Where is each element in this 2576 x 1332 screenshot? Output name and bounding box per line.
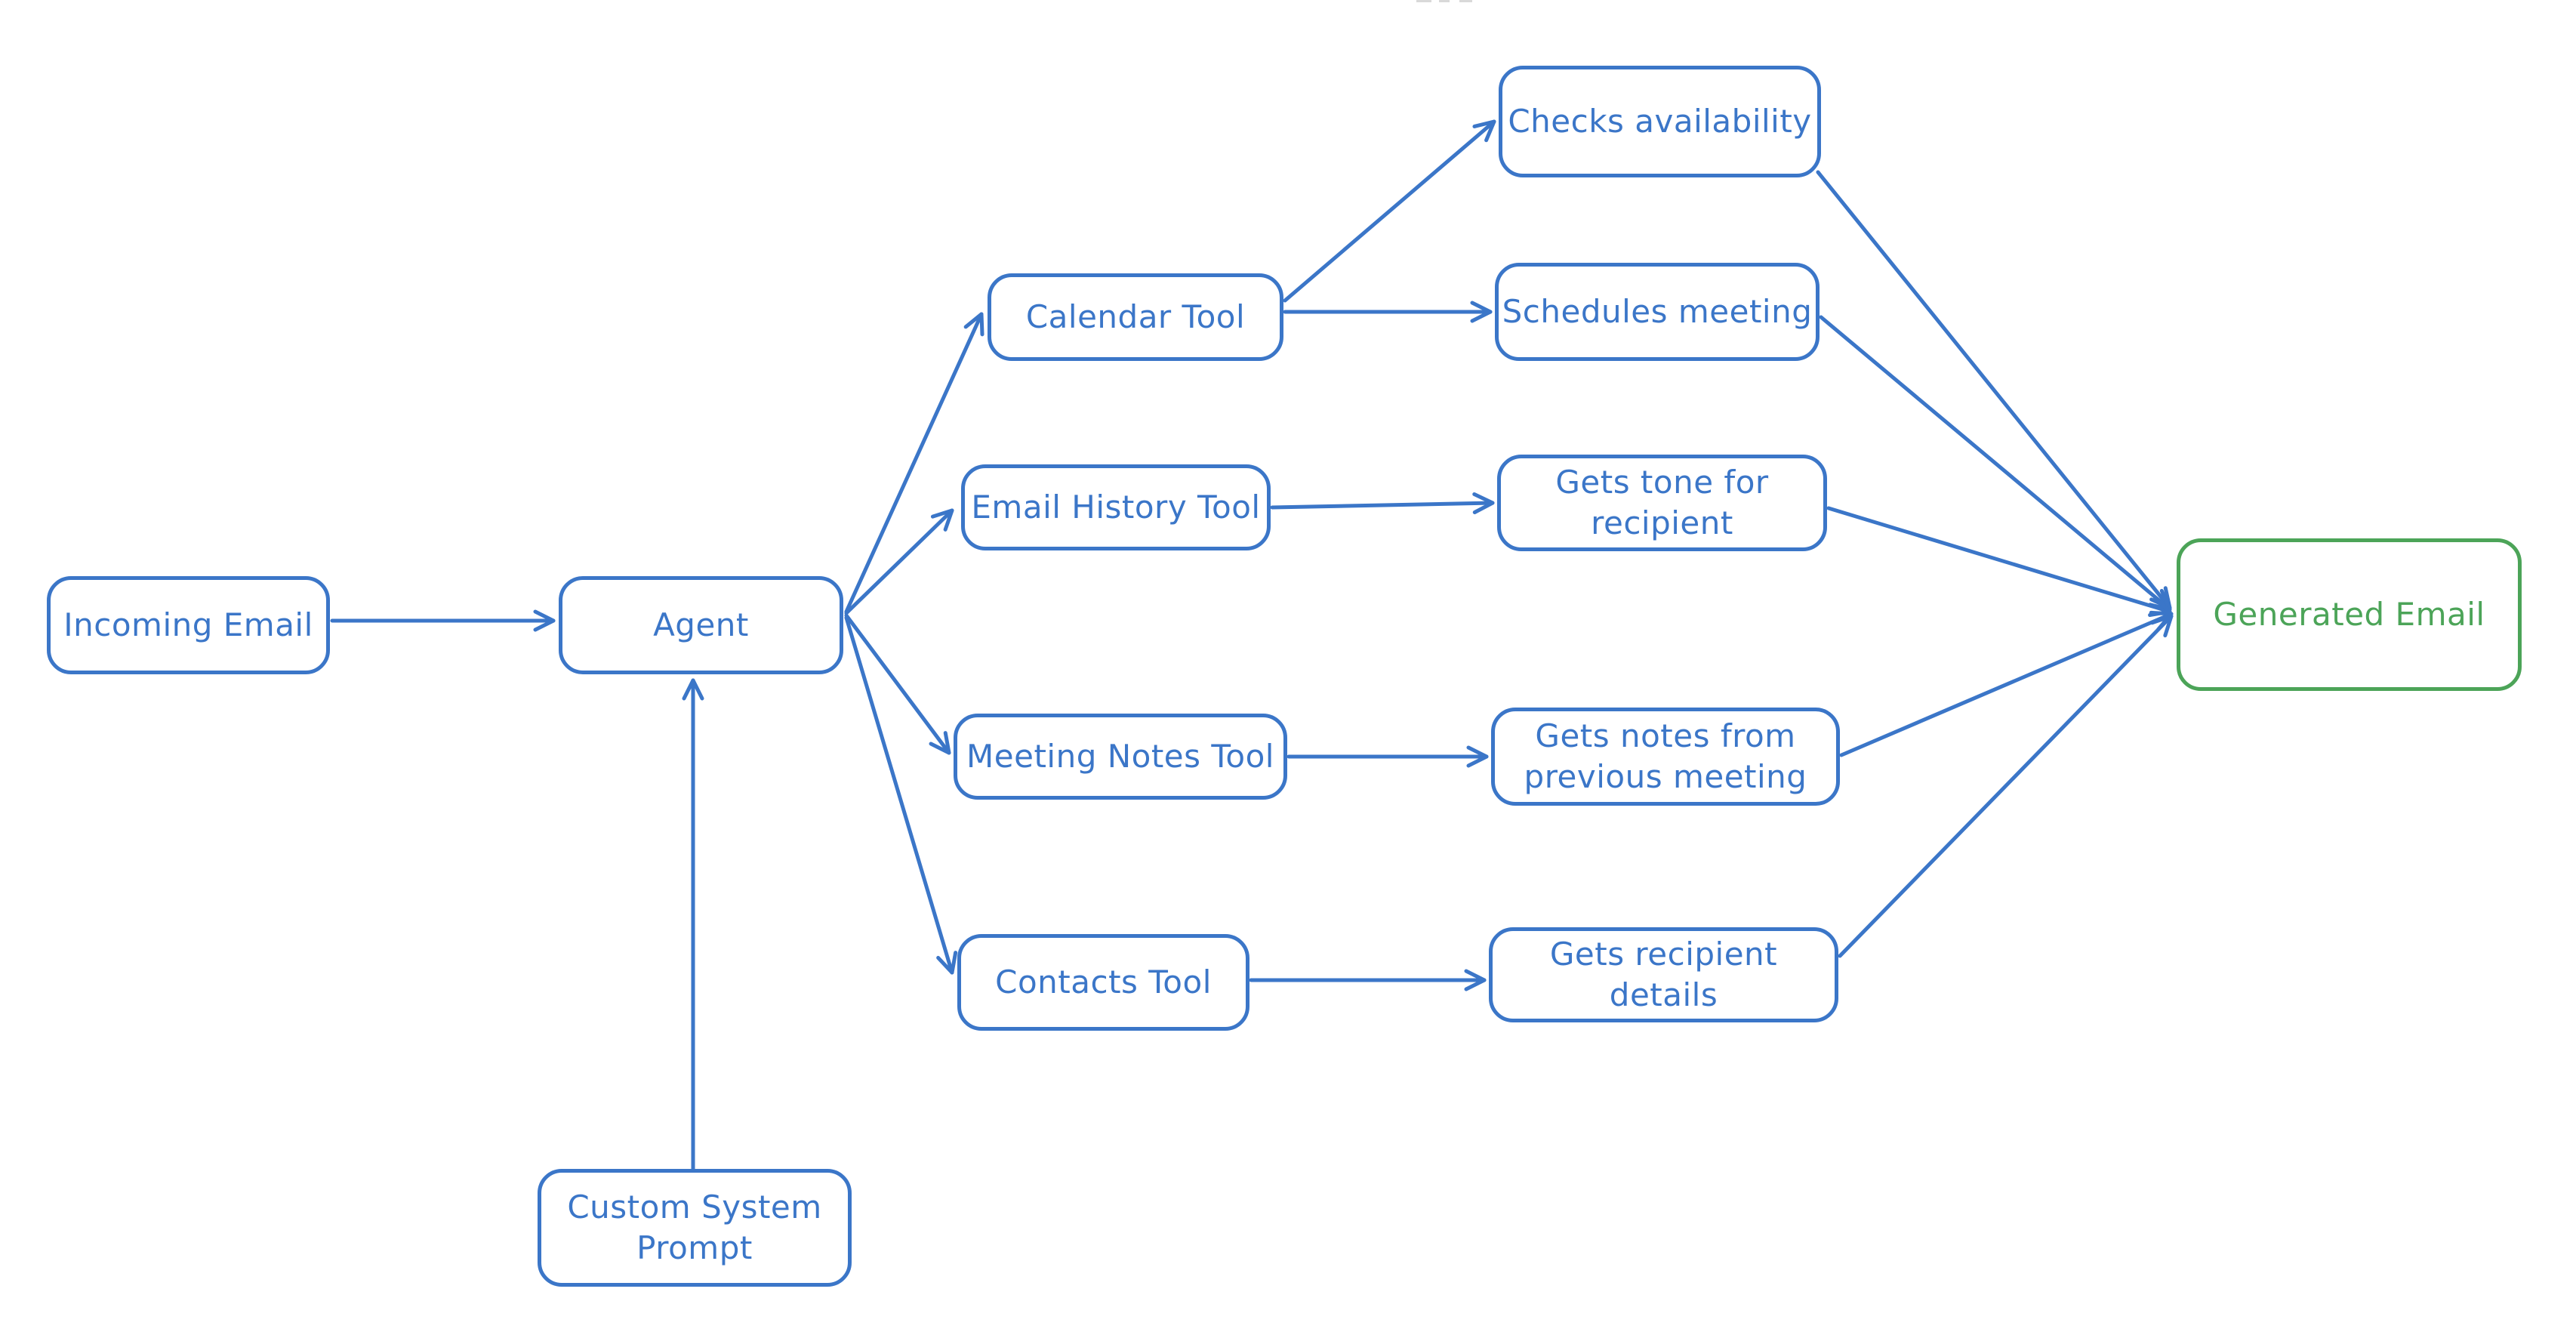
node-label-incoming-email: Incoming Email	[63, 606, 313, 644]
node-gets-recipient-details: Gets recipient details	[1489, 927, 1838, 1022]
cropped-ui-artifact	[1439, 0, 1450, 2]
node-contacts-tool: Contacts Tool	[957, 934, 1249, 1031]
edge-agent-to-calendar-tool	[844, 312, 984, 614]
node-schedules-meeting: Schedules meeting	[1495, 263, 1820, 361]
node-incoming-email: Incoming Email	[47, 576, 330, 674]
node-generated-email: Generated Email	[2177, 538, 2522, 691]
edge-gets-notes-from-previous-meeting-to-generated-email	[1839, 610, 2174, 757]
node-label-contacts-tool: Contacts Tool	[995, 964, 1212, 1001]
node-label-checks-availability: Checks availability	[1508, 103, 1812, 140]
node-label-agent: Agent	[653, 606, 749, 644]
cropped-ui-artifact	[1416, 0, 1431, 2]
edge-schedules-meeting-to-generated-email	[1819, 315, 2172, 612]
node-label-email-history-tool: Email History Tool	[971, 489, 1261, 526]
node-meeting-notes-tool: Meeting Notes Tool	[954, 714, 1287, 800]
edge-agent-to-meeting-notes-tool	[844, 613, 951, 755]
node-checks-availability: Checks availability	[1499, 66, 1821, 177]
edge-calendar-tool-to-checks-availability	[1283, 119, 1496, 303]
node-label-meeting-notes-tool: Meeting Notes Tool	[966, 738, 1274, 775]
edge-agent-to-email-history-tool	[844, 508, 954, 615]
edge-agent-to-contacts-tool	[844, 615, 958, 975]
edge-gets-recipient-details-to-generated-email	[1838, 614, 2174, 958]
node-agent: Agent	[559, 576, 843, 674]
cropped-ui-artifact	[1459, 0, 1472, 2]
node-label-schedules-meeting: Schedules meeting	[1502, 293, 1813, 331]
node-label-generated-email: Generated Email	[2213, 596, 2485, 634]
edge-email-history-tool-to-gets-tone-for-recipient	[1270, 492, 1495, 514]
node-email-history-tool: Email History Tool	[961, 464, 1271, 550]
edge-checks-availability-to-generated-email	[1816, 170, 2172, 610]
edge-gets-tone-for-recipient-to-generated-email	[1826, 506, 2172, 618]
node-calendar-tool: Calendar Tool	[988, 273, 1283, 361]
node-label-calendar-tool: Calendar Tool	[1025, 298, 1246, 336]
edge-group	[330, 119, 2174, 1171]
node-label-gets-recipient-details: Gets recipient details	[1549, 936, 1778, 1013]
